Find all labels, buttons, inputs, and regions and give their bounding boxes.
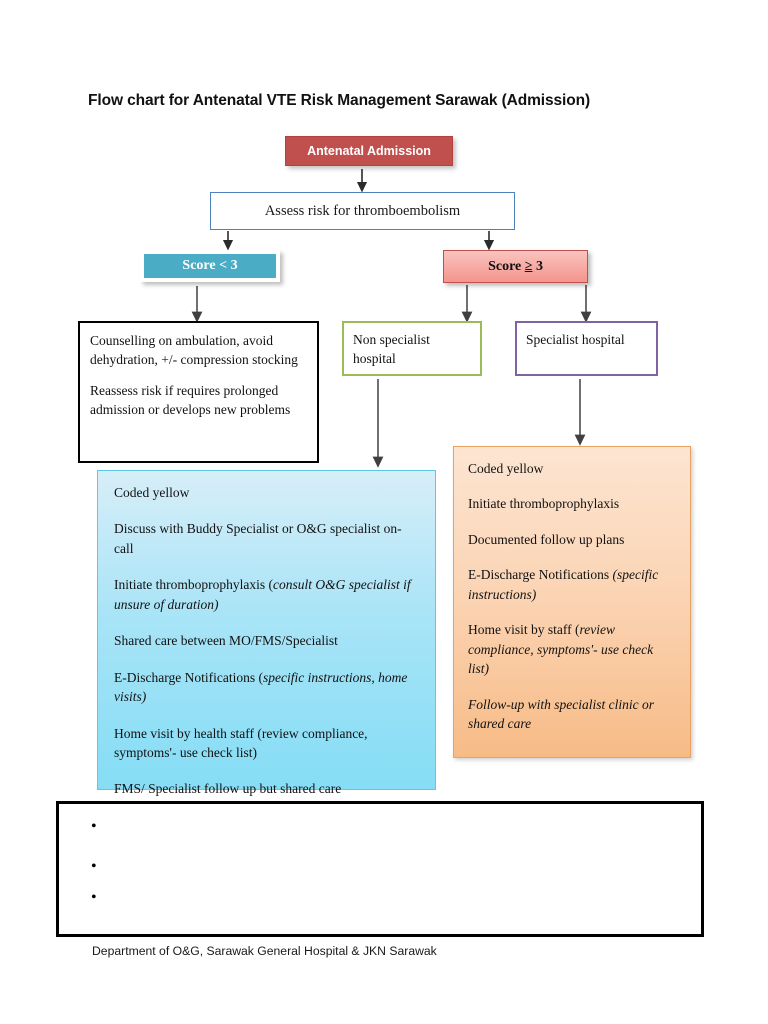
panel-item-text: Documented follow up plans [468,531,625,547]
notes-bullet-item[interactable] [91,889,701,924]
panel-item: Coded yellow [468,459,676,478]
notes-box[interactable] [56,801,704,937]
node-counselling[interactable]: Counselling on ambulation, avoid dehydra… [78,321,319,463]
panel-item-text: Home visit by health staff (review compl… [114,725,368,760]
node-assess-risk-label: Assess risk for thromboembolism [264,202,461,219]
node-antenatal-admission[interactable]: Antenatal Admission [285,136,453,166]
panel-item: Home visit by health staff (review compl… [114,724,419,763]
panel-item: Initiate thromboprophylaxis [468,494,676,513]
notes-bullet-list [59,818,701,924]
panel-item: E-Discharge Notifications (specific inst… [468,565,676,604]
panel-item-emphasis: Follow-up with specialist clinic or shar… [468,696,654,731]
node-specialist-hospital[interactable]: Specialist hospital [515,321,658,376]
panel-item-text: Discuss with Buddy Specialist or O&G spe… [114,521,402,556]
panel-item-text: Coded yellow [114,485,190,500]
panel-item: Discuss with Buddy Specialist or O&G spe… [114,519,419,558]
notes-bullet-item[interactable] [91,858,701,893]
score-high-suffix: 3 [532,258,543,274]
node-antenatal-admission-label: Antenatal Admission [307,144,431,158]
panel-item-text: Home visit by staff ( [468,622,580,638]
node-specialist-hospital-label: Specialist hospital [526,332,625,347]
node-non-specialist-hospital[interactable]: Non specialist hospital [342,321,482,376]
panel-item-emphasis: specific instructions, home visits) [114,669,408,705]
panel-item-text: Coded yellow [468,461,544,476]
panel-item-text: Initiate thromboprophylaxis ( [114,577,273,593]
panel-item-emphasis: consult O&G specialist if unsure of dura… [114,577,411,612]
counselling-paragraph-2: Reassess risk if requires prolonged admi… [90,383,291,418]
panel-item: Documented follow up plans [468,530,676,549]
panel-item: E-Discharge Notifications (specific inst… [114,668,419,707]
panel-item-text: E-Discharge Notifications [468,567,613,583]
panel-item-emphasis: (specific instructions) [468,567,659,602]
node-score-greater-equal-3[interactable]: Score ≥ 3 [443,250,588,283]
panel-item-text: FMS/ Specialist follow up but shared car… [114,781,342,797]
panel-item: Coded yellow [114,483,419,502]
node-score-less-than-3-label: Score < 3 [182,258,238,273]
panel-item: Shared care between MO/FMS/Specialist [114,631,419,650]
node-assess-risk[interactable]: Assess risk for thromboembolism [210,192,515,230]
panel-item: Initiate thromboprophylaxis (consult O&G… [114,575,419,614]
node-score-greater-equal-3-label: Score ≥ 3 [488,259,543,275]
panel-item-text: Initiate thromboprophylaxis [468,496,620,512]
panel-item: Home visit by staff (review compliance, … [468,620,676,678]
panel-item-text: Shared care between MO/FMS/Specialist [114,633,338,649]
panel-item-text: E-Discharge Notifications ( [114,669,263,685]
node-score-less-than-3[interactable]: Score < 3 [140,250,280,282]
footer-attribution: Department of O&G, Sarawak General Hospi… [92,944,437,958]
node-non-specialist-hospital-label: Non specialist hospital [353,332,430,367]
panel-item-emphasis: review compliance, symptoms'- use check … [468,622,654,677]
panel-item: FMS/ Specialist follow up but shared car… [114,779,419,798]
score-high-prefix: Score [488,258,525,274]
notes-bullet-item[interactable] [91,818,701,862]
greater-equal-symbol: ≥ [524,258,533,274]
counselling-paragraph-1: Counselling on ambulation, avoid dehydra… [90,333,298,368]
page-title: Flow chart for Antenatal VTE Risk Manage… [88,92,591,109]
panel-item: Follow-up with specialist clinic or shar… [468,695,676,734]
